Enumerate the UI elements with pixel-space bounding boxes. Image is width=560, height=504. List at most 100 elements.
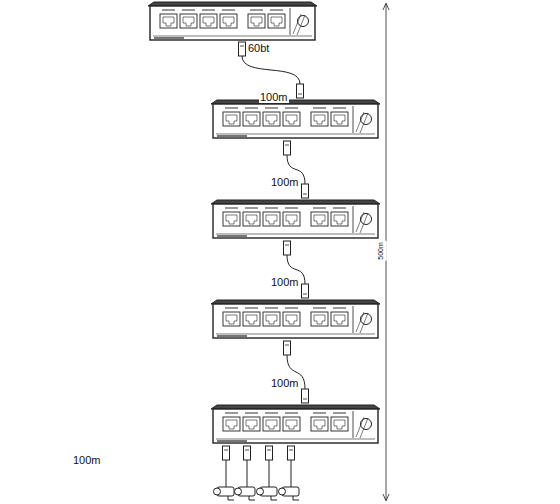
port-socket (266, 215, 277, 224)
plug-detail (303, 294, 307, 295)
port-marking (265, 412, 278, 414)
total-distance: 500m (375, 241, 387, 261)
port-socket (286, 115, 297, 124)
plug-body (302, 284, 309, 298)
rj45-port (283, 417, 300, 431)
port-socket (286, 215, 297, 224)
plug-detail (285, 145, 289, 146)
rj45-plug (284, 341, 291, 355)
rj45-port (248, 14, 265, 28)
camera-cable (291, 460, 292, 484)
switch-front-line (216, 439, 375, 440)
rj45-port (311, 417, 328, 431)
cable-length: 100m (270, 176, 300, 188)
port-socket (203, 17, 214, 26)
poe-switch (211, 100, 380, 138)
rj45-port (223, 112, 240, 126)
ip-camera (279, 484, 300, 500)
port-marking (245, 307, 258, 309)
plug-body (284, 241, 291, 255)
plug-detail (224, 450, 228, 451)
rj45-plug (302, 389, 309, 403)
port-marking (245, 412, 258, 414)
port-socket (246, 420, 257, 429)
rj45-port (283, 112, 300, 126)
port-marking (225, 412, 238, 414)
port-marking (225, 307, 238, 309)
panel-divider (353, 106, 354, 133)
rj45-plug (284, 241, 291, 255)
plug-detail (245, 450, 249, 451)
port-marking (313, 412, 326, 414)
port-socket (286, 420, 297, 429)
port-marking (162, 9, 175, 11)
port-marking (202, 9, 215, 11)
port-marking (245, 107, 258, 109)
plug-detail (267, 450, 271, 451)
rj45-port (263, 312, 280, 326)
port-socket (334, 315, 345, 324)
cable-length: 100m (259, 91, 289, 103)
port-socket (266, 315, 277, 324)
port-marking (285, 207, 298, 209)
rj45-port (223, 212, 240, 226)
switch-front-line (153, 36, 312, 37)
ethernet-cable (242, 56, 300, 84)
port-marking (333, 107, 346, 109)
panel-divider (353, 411, 354, 438)
cable-length: 100m (270, 276, 300, 288)
rj45-port (223, 417, 240, 431)
port-socket (314, 315, 325, 324)
port-socket (334, 115, 345, 124)
ip-camera (235, 484, 256, 500)
switch-body (150, 6, 315, 40)
power-jack (361, 314, 372, 325)
cable-length: 100m (72, 454, 102, 466)
port-socket (314, 215, 325, 224)
rj45-port (283, 312, 300, 326)
ip-camera (214, 484, 235, 500)
port-marking (265, 207, 278, 209)
plug-body (288, 446, 295, 460)
port-marking (270, 9, 283, 11)
rj45-plug (223, 446, 230, 460)
switch-badge (217, 235, 247, 237)
port-socket (246, 115, 257, 124)
plug-body (266, 446, 273, 460)
rj45-port (243, 112, 260, 126)
port-socket (226, 215, 237, 224)
camera-mount (269, 484, 277, 500)
switch-body (213, 409, 378, 443)
plug-body (297, 84, 304, 98)
camera-lens (235, 488, 242, 495)
plug-detail (289, 450, 293, 451)
port-marking (333, 412, 346, 414)
rj45-port (263, 112, 280, 126)
rj45-port (331, 112, 348, 126)
switch-front-line (216, 134, 375, 135)
plug-body (244, 446, 251, 460)
port-marking (313, 207, 326, 209)
port-socket (334, 215, 345, 224)
rj45-port (311, 312, 328, 326)
rj45-port (220, 14, 237, 28)
rj45-port (263, 212, 280, 226)
panel-hatch (356, 112, 368, 133)
plug-body (239, 42, 246, 56)
power-jack (298, 16, 309, 27)
plug-body (302, 184, 309, 198)
panel-hatch (356, 417, 368, 438)
poe-switch (211, 200, 380, 238)
rj45-port (311, 112, 328, 126)
rj45-port (263, 417, 280, 431)
plug-detail (285, 245, 289, 246)
port-marking (313, 107, 326, 109)
panel-divider (353, 206, 354, 233)
panel-hatch (356, 212, 368, 233)
camera-mount (247, 484, 255, 500)
switch-front-line (216, 234, 375, 235)
port-marking (250, 9, 263, 11)
power-jack (361, 419, 372, 430)
poe-switch (148, 2, 317, 40)
poe-switch (211, 300, 380, 338)
